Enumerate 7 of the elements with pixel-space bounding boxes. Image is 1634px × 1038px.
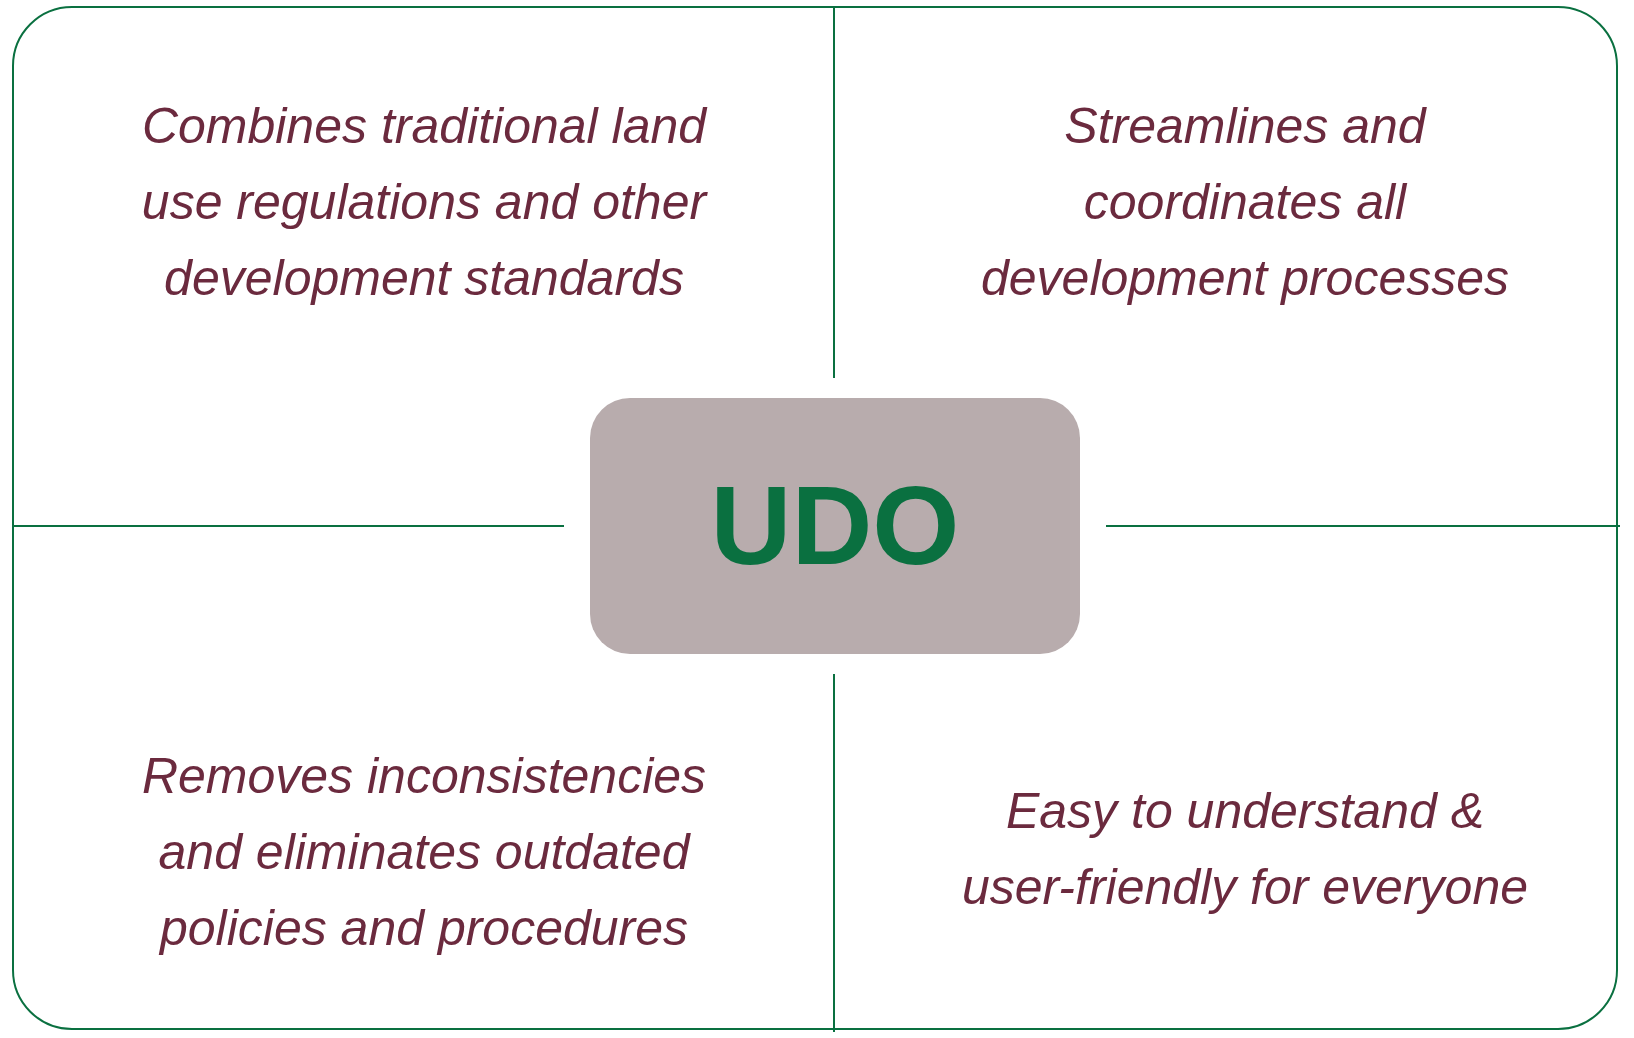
quadrant-text: Removes inconsistencies and eliminates outdated policies and procedures [134,738,714,966]
quadrant-text: Combines traditional land use regulations and other development standards [129,88,719,316]
quadrant-text: Streamlines and coordinates all development processes [980,88,1510,316]
center-title: UDO [710,470,960,582]
quadrant-text: Easy to understand & user-friendly for everyone [960,773,1530,925]
center-box [590,398,1080,654]
quadrant-frame [12,6,1618,1030]
